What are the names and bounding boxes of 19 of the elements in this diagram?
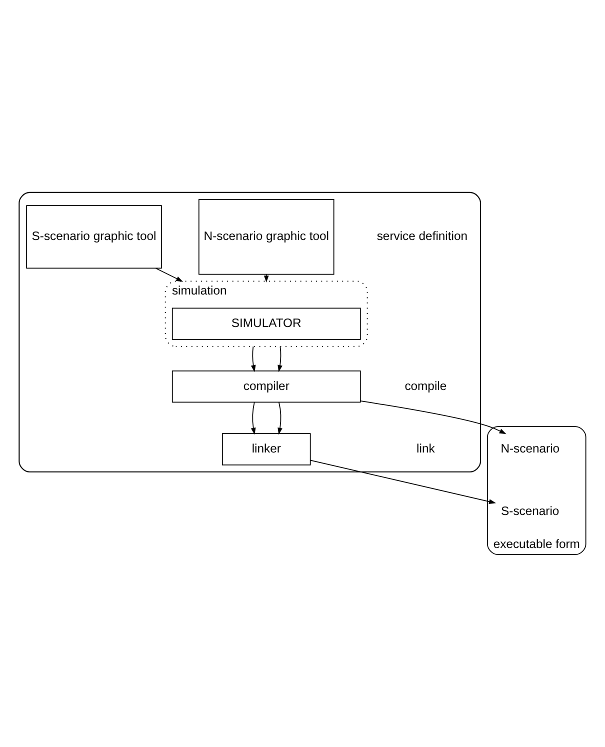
node-text: S-scenario bbox=[501, 504, 560, 518]
arrow bbox=[278, 402, 282, 435]
node-box: compiler bbox=[172, 370, 361, 403]
arrow bbox=[278, 346, 282, 372]
node-box: SIMULATOR bbox=[172, 308, 361, 340]
arrow bbox=[155, 268, 184, 282]
node-box: N-scenario graphic tool bbox=[198, 198, 334, 275]
node-box: linker bbox=[222, 433, 311, 466]
arrow bbox=[310, 460, 496, 504]
cluster bbox=[18, 192, 482, 472]
label: service definition bbox=[376, 229, 468, 244]
arrow bbox=[264, 274, 269, 283]
arrow bbox=[250, 402, 256, 435]
node-box: S-scenario graphic tool bbox=[26, 205, 162, 269]
label: link bbox=[416, 441, 435, 456]
arrow bbox=[360, 400, 506, 434]
label: compile bbox=[404, 378, 447, 393]
arrow bbox=[250, 346, 256, 372]
node-text: N-scenario bbox=[500, 441, 560, 456]
